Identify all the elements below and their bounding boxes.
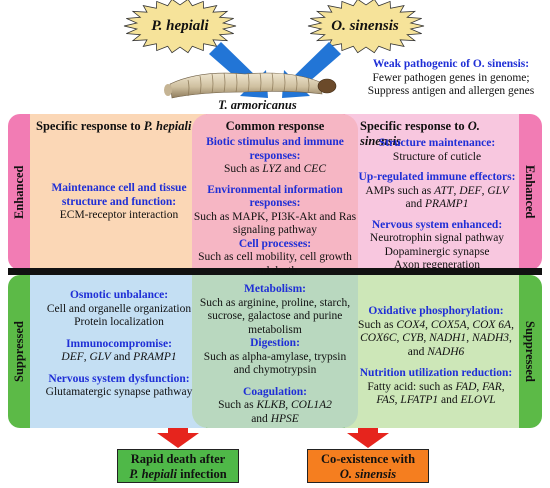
o-sinensis-burst (307, 0, 425, 54)
band-separator (8, 268, 542, 275)
enhanced-center-panel (192, 114, 358, 270)
p-hepiali-burst (123, 0, 237, 54)
enhanced-right-panel (345, 114, 519, 270)
header-left: Specific response to P. hepiali (36, 119, 192, 133)
enh-right-block: Structure maintenance: Structure of cuti… (358, 137, 516, 271)
enhanced-label-left: Enhanced (12, 165, 26, 219)
suppressed-left-panel (30, 275, 206, 428)
suppressed-center-panel (192, 275, 358, 428)
enh-center-block: Biotic stimulus and immune responses: Su… (193, 136, 357, 277)
caterpillar-icon (164, 72, 337, 99)
outcome-coexistence: Co-existence with O. sinensis (307, 449, 429, 483)
enhanced-label-right: Enhanced (523, 165, 537, 219)
red-arrow-right (347, 426, 389, 448)
sup-right-block: Oxidative phosphorylation: Such as COX4,… (358, 305, 514, 406)
outcome-rapid-death: Rapid death after P. hepiali infection (117, 449, 239, 483)
red-arrow-left (157, 426, 199, 448)
o-sinensis-label: O. sinensis (331, 18, 399, 34)
suppressed-right-panel (345, 275, 519, 428)
host-label: T. armoricanus (218, 98, 297, 112)
header-center: Common response (225, 119, 325, 133)
sup-center-block: Metabolism: Such as arginine, proline, s… (199, 283, 351, 425)
enhanced-left-panel (30, 114, 206, 270)
sup-left-block: Osmotic unbalance: Cell and organelle or… (45, 289, 193, 398)
header-right: Specific response to O. sinensis (360, 119, 480, 148)
suppressed-label-right: Suppressed (523, 321, 537, 382)
suppressed-label-left: Suppressed (12, 321, 26, 382)
weak-pathogenic-note: Weak pathogenic of O. sinensis: Fewer pa… (367, 58, 535, 97)
p-hepiali-label: P. hepiali (151, 18, 209, 34)
enh-left-block: Maintenance cell and tissue structure an… (51, 182, 187, 221)
